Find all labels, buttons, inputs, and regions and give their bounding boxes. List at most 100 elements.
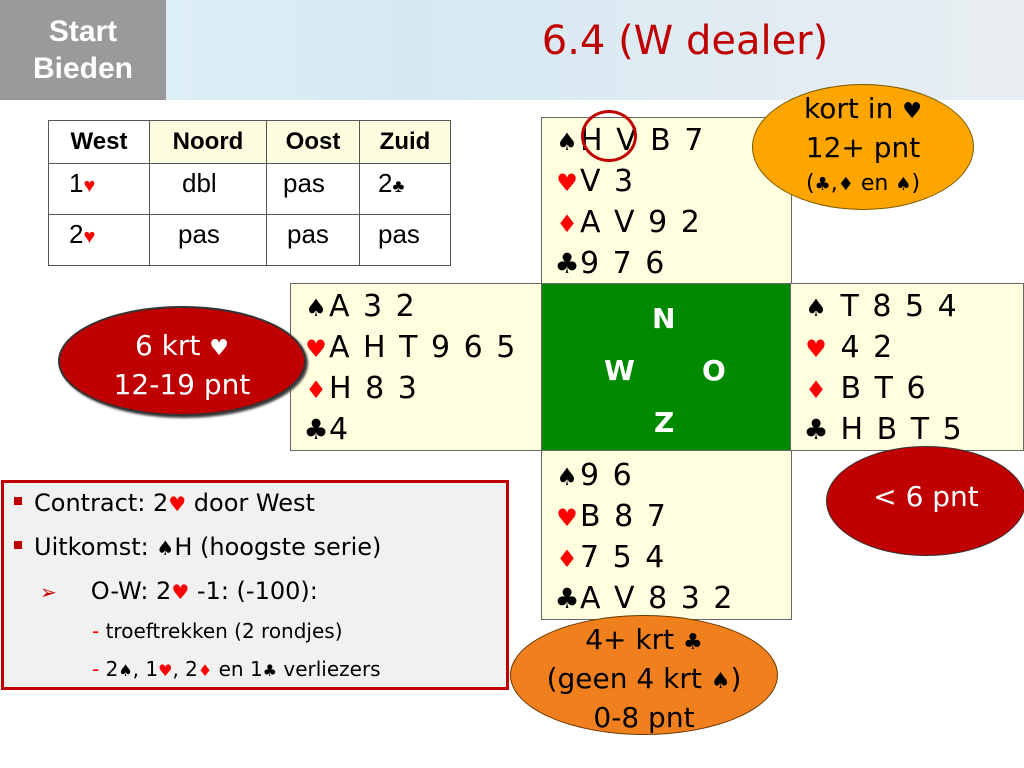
hand-line-spades: ♠A 3 2 xyxy=(303,286,541,327)
hand-line-clubs: ♣9 7 6 xyxy=(554,243,791,284)
dash-marker: - xyxy=(92,657,100,681)
compass-south: Z xyxy=(654,406,675,439)
club-icon: ♣ xyxy=(554,582,580,615)
bubble-text: kort in xyxy=(804,92,894,125)
clubs-cards: A V 8 3 2 xyxy=(580,581,735,616)
logo: Start Bieden xyxy=(0,0,166,100)
bidding-row: 1♥ dbl pas 2♣ xyxy=(48,163,451,215)
diamonds-cards: B T 6 xyxy=(840,371,928,406)
spade-icon: ♠ xyxy=(805,294,827,322)
hearts-cards: B 8 7 xyxy=(580,499,668,534)
hand-line-diamonds: ♦7 5 4 xyxy=(554,537,791,578)
heart-icon: ♥ xyxy=(209,336,230,361)
hand-line-diamonds: ♦H 8 3 xyxy=(303,368,541,409)
header-band xyxy=(0,0,1024,100)
heart-icon: ♥ xyxy=(83,226,96,248)
contract-text: door West xyxy=(186,489,315,517)
header-oost: Oost xyxy=(266,120,360,164)
header-noord: Noord xyxy=(149,120,267,164)
diamonds-cards: H 8 3 xyxy=(329,371,419,406)
bid-cell: 1♥ xyxy=(48,163,150,215)
club-icon: ♣ xyxy=(814,174,831,195)
hand-line-hearts: ♥ 4 2 xyxy=(803,327,1023,368)
contract-text: O-W: 2 xyxy=(90,577,172,605)
spade-icon: ♠ xyxy=(556,463,578,491)
bid-text: pas xyxy=(287,219,329,249)
dash-marker: - xyxy=(92,619,100,643)
contract-box: Contract: 2♥ door West Uitkomst: ♠H (hoo… xyxy=(1,480,509,690)
clubs-cards: 4 xyxy=(329,412,351,447)
bidding-table: West Noord Oost Zuid 1♥ dbl pas 2♣ 2♥ pa… xyxy=(48,120,451,266)
header-west: West xyxy=(48,120,150,164)
hearts-cards: V 3 xyxy=(580,164,636,199)
contract-text: -1: (-100): xyxy=(189,577,318,605)
hearts-cards: A H T 9 6 5 xyxy=(329,330,518,365)
bidding-row: 2♥ pas pas pas xyxy=(48,214,451,266)
bubble-line: 6 krt ♥ xyxy=(60,328,304,367)
spades-cards: 9 6 xyxy=(580,458,634,493)
compass-table: N W O Z xyxy=(541,283,791,451)
diamond-icon: ♦ xyxy=(837,174,854,195)
hand-south: ♠9 6 ♥B 8 7 ♦7 5 4 ♣A V 8 3 2 xyxy=(541,450,792,620)
north-info-bubble: kort in ♥ 12+ pnt (♣,♦ en ♠) xyxy=(752,84,974,210)
west-info-bubble: 6 krt ♥ 12-19 pnt xyxy=(58,306,306,416)
spade-icon: ♠ xyxy=(118,661,133,680)
bid-cell: 2♥ xyxy=(48,214,150,266)
bid-cell: 2♣ xyxy=(359,163,451,215)
hand-line-spades: ♠ T 8 5 4 xyxy=(803,286,1023,327)
contract-text: , 2 xyxy=(172,657,198,681)
south-info-bubble: 4+ krt ♣ (geen 4 krt ♠) 0-8 pnt xyxy=(510,615,778,735)
heart-icon: ♥ xyxy=(158,661,173,680)
club-icon: ♣ xyxy=(683,630,703,655)
heart-icon: ♥ xyxy=(805,335,827,363)
bid-text: dbl xyxy=(182,168,217,198)
diamond-icon: ♦ xyxy=(805,376,827,404)
bid-text: 1 xyxy=(69,168,84,198)
hand-line-diamonds: ♦ B T 6 xyxy=(803,368,1023,409)
diamond-icon: ♦ xyxy=(197,661,213,680)
club-icon: ♣ xyxy=(303,413,329,446)
heart-icon: ♥ xyxy=(171,580,190,604)
header-zuid: Zuid xyxy=(359,120,451,164)
bubble-text: < 6 pnt xyxy=(873,480,979,513)
bubble-text: ) xyxy=(730,662,742,695)
bid-text: 2 xyxy=(378,168,393,198)
hand-east: ♠ T 8 5 4 ♥ 4 2 ♦ B T 6 ♣ H B T 5 xyxy=(790,283,1024,451)
bubble-text: en xyxy=(853,171,896,196)
hand-line-clubs: ♣ H B T 5 xyxy=(803,409,1023,450)
contract-line: Contract: 2♥ door West xyxy=(14,489,315,517)
club-icon: ♣ xyxy=(554,247,580,280)
bubble-line: (♣,♦ en ♠) xyxy=(753,166,973,203)
heart-icon: ♥ xyxy=(556,504,578,532)
heart-icon: ♥ xyxy=(83,175,96,197)
spade-icon: ♠ xyxy=(895,174,912,195)
arrow-bullet-icon: ➢ xyxy=(40,580,57,604)
bubble-line: 4+ krt ♣ xyxy=(511,622,777,661)
bubble-text: ( xyxy=(805,171,815,196)
bid-text: pas xyxy=(283,168,325,198)
diamond-icon: ♦ xyxy=(305,376,327,404)
compass-west: W xyxy=(604,354,635,387)
hand-west: ♠A 3 2 ♥A H T 9 6 5 ♦H 8 3 ♣4 xyxy=(290,283,542,451)
diamonds-cards: A V 9 2 xyxy=(580,205,702,240)
detail-line: - 2♠, 1♥, 2♦ en 1♣ verliezers xyxy=(92,657,381,681)
bubble-line: kort in ♥ xyxy=(753,91,973,130)
club-icon: ♣ xyxy=(392,176,405,196)
bid-cell: pas xyxy=(266,214,360,266)
contract-text: Uitkomst: xyxy=(34,533,157,561)
club-icon: ♣ xyxy=(262,661,278,680)
logo-line-2: Bieden xyxy=(32,52,134,85)
bubble-text: 4+ krt xyxy=(585,623,675,656)
page-title: 6.4 (W dealer) xyxy=(541,18,829,64)
contract-text: Contract: 2 xyxy=(34,489,169,517)
bid-text: pas xyxy=(378,219,420,249)
bid-cell: dbl xyxy=(149,163,267,215)
bullet-icon xyxy=(14,541,22,549)
bubble-text: 12+ pnt xyxy=(805,131,921,164)
hand-line-hearts: ♥B 8 7 xyxy=(554,496,791,537)
spade-icon: ♠ xyxy=(710,669,731,694)
bid-cell: pas xyxy=(266,163,360,215)
bidding-header-row: West Noord Oost Zuid xyxy=(48,120,451,164)
contract-text: , 1 xyxy=(132,657,159,681)
clubs-cards: 9 7 6 xyxy=(580,246,667,281)
